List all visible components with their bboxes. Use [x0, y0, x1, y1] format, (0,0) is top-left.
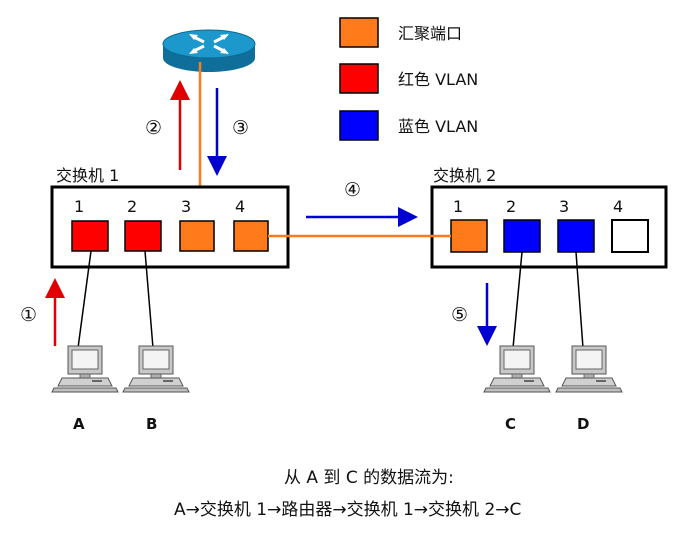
cable-a: [77, 250, 92, 349]
switch2-port2-num: 2: [506, 197, 516, 216]
cable-b: [144, 250, 154, 349]
computer-label-b: B: [146, 415, 157, 433]
switch2-port2: [503, 219, 541, 253]
switch2-port4: [611, 219, 649, 253]
switch2-title: 交换机 2: [433, 166, 496, 185]
switch1-title: 交换机 1: [56, 166, 119, 185]
switch1-port1: [71, 220, 109, 252]
legend-label-blue: 蓝色 VLAN: [398, 117, 478, 136]
step-5: ⑤: [451, 304, 468, 326]
switch1-port4: [233, 220, 269, 252]
computer-icon: [483, 345, 551, 393]
switch2-port1: [450, 219, 488, 253]
switch1-port2-num: 2: [127, 197, 137, 216]
computer-label-c: C: [505, 415, 516, 433]
step-3: ③: [232, 117, 249, 139]
switch1-port3-num: 3: [181, 197, 191, 216]
caption-line-1: 从 A 到 C 的数据流为:: [284, 468, 454, 488]
computer-label-d: D: [577, 415, 589, 433]
legend-swatch-red: [339, 63, 379, 94]
switch2-port3: [557, 219, 595, 253]
legend: 汇聚端口 红色 VLAN 蓝色 VLAN: [339, 17, 478, 141]
switch1-port3: [179, 220, 215, 252]
cable-d: [575, 251, 584, 349]
legend-swatch-trunk: [339, 17, 379, 48]
caption-line-2: A→交换机 1→路由器→交换机 1→交换机 2→C: [174, 500, 521, 520]
step-4: ④: [344, 179, 361, 201]
step-1: ①: [20, 304, 37, 326]
computer-label-a: A: [73, 415, 85, 433]
cable-c: [512, 251, 523, 349]
switch2-port1-num: 1: [453, 197, 463, 216]
switch1-port4-num: 4: [235, 197, 245, 216]
switch2-port3-num: 3: [559, 197, 569, 216]
router-icon: [162, 29, 256, 72]
switch1-port2: [124, 220, 162, 252]
legend-label-red: 红色 VLAN: [398, 70, 478, 89]
legend-swatch-blue: [339, 110, 379, 141]
computer-icon: [555, 345, 623, 393]
computer-icon: [51, 345, 119, 393]
step-2: ②: [145, 117, 162, 139]
computer-icon: [122, 345, 190, 393]
legend-label-trunk: 汇聚端口: [398, 24, 462, 43]
switch2-port4-num: 4: [613, 197, 623, 216]
switch1-port1-num: 1: [74, 197, 84, 216]
